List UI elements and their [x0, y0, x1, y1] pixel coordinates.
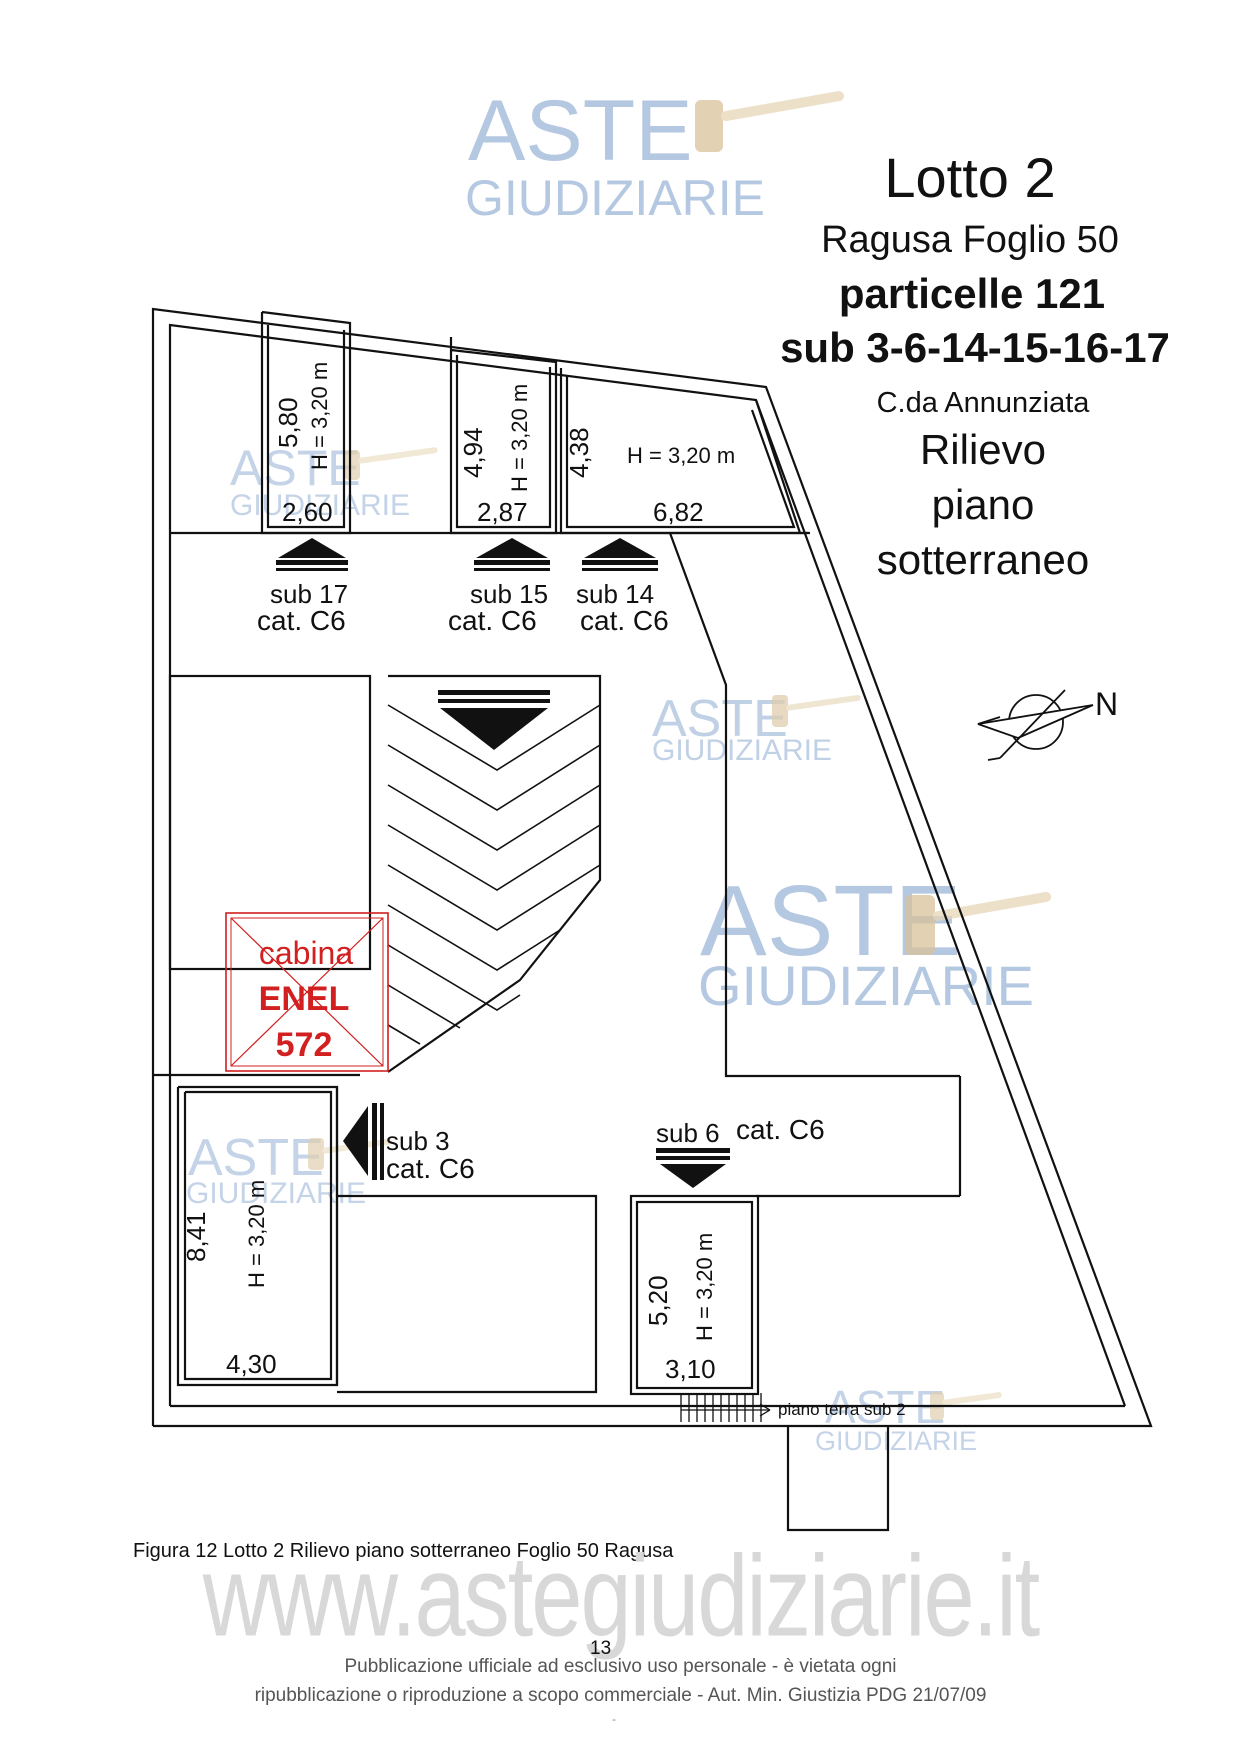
sub3-width: 4,30 [226, 1349, 277, 1379]
room-sub14-walls [559, 368, 802, 535]
ramp-edge [668, 532, 960, 1078]
watermark-aste: ASTE [652, 690, 788, 748]
ramp-chevrons [387, 704, 601, 1045]
foglio-line: Ragusa Foglio 50 [821, 219, 1119, 261]
footer-dash: - [612, 1712, 616, 1726]
sub6-label: sub 6 [656, 1118, 720, 1148]
watermark-sub17: ASTE GIUDIZIARIE [230, 440, 438, 522]
sub17-cat: cat. C6 [257, 605, 346, 636]
watermark-aste: ASTE [188, 1129, 324, 1187]
sub15-cat: cat. C6 [448, 605, 537, 636]
room-sub14-labels: 4,38 H = 3,20 m 6,82 sub 14 cat. C6 [564, 427, 735, 636]
lotto-title: Lotto 2 [884, 146, 1055, 209]
sub3-depth: 8,41 [181, 1211, 211, 1262]
watermark-giudiziarie: GIUDIZIARIE [815, 1426, 977, 1456]
room-sub15-walls [449, 337, 558, 535]
room-sub15-labels: 4,94 H = 3,20 m 2,87 sub 15 cat. C6 [448, 384, 548, 636]
page-number: 13 [590, 1638, 612, 1659]
room-sub3-labels: 8,41 H = 3,20 m 4,30 sub 3 cat. C6 [181, 1126, 475, 1379]
particelle-line: particelle 121 [839, 270, 1105, 317]
contrada-line: C.da Annunziata [877, 387, 1091, 419]
room-sub6-labels: 5,20 H = 3,20 m 3,10 sub 6 cat. C6 [643, 1114, 825, 1384]
sub3-cat: cat. C6 [386, 1153, 475, 1184]
sub6-width: 3,10 [665, 1354, 716, 1384]
entrance-arrow-sub6 [656, 1148, 730, 1188]
sub14-height: H = 3,20 m [627, 443, 735, 468]
sub15-width: 2,87 [477, 497, 528, 527]
title-block: Lotto 2 Ragusa Foglio 50 particelle 121 … [780, 146, 1170, 583]
sub17-height: H = 3,20 m [307, 362, 332, 470]
cabina-enel: cabina ENEL 572 [225, 912, 389, 1072]
sub14-cat: cat. C6 [580, 605, 669, 636]
sub17-width: 2,60 [282, 497, 333, 527]
stairs [680, 1393, 771, 1422]
sub14-depth: 4,38 [564, 427, 594, 478]
enel-label: ENEL [259, 980, 350, 1018]
entrance-arrow-sub3 [343, 1103, 384, 1180]
sub17-depth: 5,80 [273, 397, 303, 448]
entrance-arrow-sub14 [582, 538, 658, 571]
sub6-cat: cat. C6 [736, 1114, 825, 1145]
figure-caption: Figura 12 Lotto 2 Rilievo piano sotterra… [133, 1540, 674, 1562]
ramp-arrow [438, 690, 550, 750]
sub6-room-inner [635, 1200, 754, 1390]
site-watermark: www.astegiudiziarie.it [202, 1533, 1040, 1661]
footer-disclaimer-line1: Pubblicazione ufficiale ad esclusivo uso… [344, 1656, 897, 1677]
watermark-giudiziarie: GIUDIZIARIE [652, 734, 832, 767]
central-room [337, 1194, 598, 1394]
watermark-giudiziarie: GIUDIZIARIE [230, 489, 410, 522]
sub-list-line: sub 3-6-14-15-16-17 [780, 324, 1170, 371]
sub6-room-outer [629, 1194, 760, 1396]
cabina-label: cabina [259, 935, 354, 971]
left-block [168, 674, 372, 971]
plan-walls [151, 307, 1153, 1532]
watermark-middle: ASTE GIUDIZIARIE [652, 690, 861, 767]
outer-perimeter [151, 307, 1153, 1428]
watermark-giudiziarie: GIUDIZIARIE [465, 170, 765, 226]
sub6-depth: 5,20 [643, 1275, 673, 1326]
room-sub17-labels: 5,80 H = 3,20 m 2,60 sub 17 cat. C6 [257, 362, 348, 636]
gavel-icon [695, 91, 845, 152]
footer-disclaimer-line2: ripubblicazione o riproduzione a scopo c… [254, 1685, 987, 1706]
watermark-top: ASTE GIUDIZIARIE [465, 83, 845, 226]
entrance-arrow-sub15 [474, 538, 550, 571]
gavel-icon [345, 447, 438, 480]
entrance-arrow-sub17 [276, 538, 348, 571]
room-sub15-inner [455, 355, 552, 529]
cabina-number: 572 [276, 1026, 333, 1064]
sub3-room-inner [183, 1090, 333, 1381]
cabina-box-outer [225, 912, 389, 1072]
rilievo-line-3: sotterraneo [877, 536, 1089, 583]
watermark-aste: ASTE [230, 440, 361, 496]
sub15-depth: 4,94 [458, 427, 488, 478]
sub17-label: sub 17 [270, 579, 348, 609]
north-label: N [1095, 686, 1118, 722]
gavel-icon [905, 891, 1052, 955]
sub14-width: 6,82 [653, 497, 704, 527]
watermark-large: ASTE GIUDIZIARIE [698, 865, 1052, 1017]
room-sub17-walls [260, 310, 352, 535]
watermark-giudiziarie: GIUDIZIARIE [698, 954, 1034, 1017]
cabina-box-inner [230, 917, 384, 1067]
rilievo-line-2: piano [932, 481, 1035, 528]
room-sub17-inner [266, 325, 346, 529]
ramp-frame [387, 674, 602, 1073]
stairs-label: piano terra sub 2 [778, 1400, 906, 1419]
stair-extension [786, 1426, 890, 1532]
sub3-label: sub 3 [386, 1126, 450, 1156]
sub14-label: sub 14 [576, 579, 654, 609]
watermark-aste: ASTE [468, 83, 693, 179]
north-arrow-icon [977, 689, 1094, 761]
gavel-icon [772, 694, 861, 727]
sub15-label: sub 15 [470, 579, 548, 609]
room-sub14-inner [565, 376, 796, 529]
rilievo-line-1: Rilievo [920, 426, 1046, 473]
cabina-cross-b [230, 917, 384, 1067]
sub3-height: H = 3,20 m [244, 1180, 269, 1288]
watermark-giudiziarie: GIUDIZIARIE [186, 1177, 366, 1210]
sub6-height: H = 3,20 m [692, 1233, 717, 1341]
sub15-height: H = 3,20 m [507, 384, 532, 492]
